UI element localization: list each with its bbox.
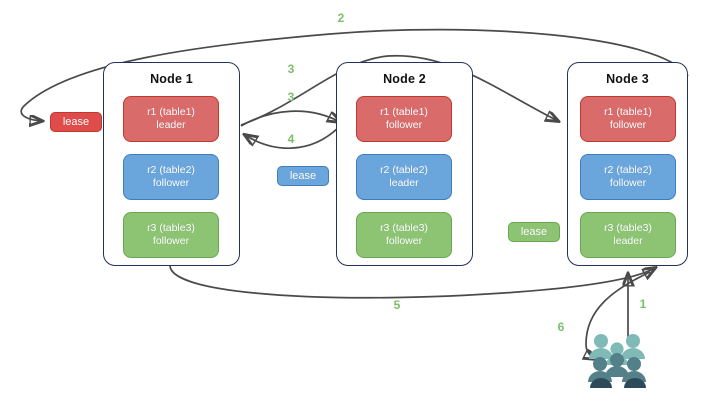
replica-role: leader	[613, 235, 643, 247]
replica-name: r2 (table2)	[604, 164, 652, 176]
replica-role: follower	[152, 235, 190, 247]
replica-name: r1 (table1)	[147, 106, 195, 118]
replica-card-node1-r1[interactable]: r1 (table1) leader	[123, 96, 219, 142]
node-container-1[interactable]: Node 1 r1 (table1) leader r2 (table2) fo…	[103, 62, 240, 266]
replica-card-node3-r3[interactable]: r3 (table3) leader	[580, 212, 676, 258]
replica-name: r2 (table2)	[147, 164, 195, 176]
node-title-2: Node 2	[383, 72, 426, 86]
people-icon	[588, 334, 646, 388]
replica-role: leader	[156, 119, 186, 131]
arrow-step-5	[169, 266, 655, 299]
replica-card-node2-r2[interactable]: r2 (table2) leader	[356, 154, 452, 200]
node-container-3[interactable]: Node 3 r1 (table1) follower r2 (table2) …	[567, 62, 688, 266]
node-title-1: Node 1	[150, 72, 193, 86]
replica-name: r1 (table1)	[380, 106, 428, 118]
replica-card-node2-r3[interactable]: r3 (table3) follower	[356, 212, 452, 258]
arrow-step-2	[20, 28, 689, 121]
arrow-step-3-upper	[240, 54, 558, 126]
replica-role: follower	[609, 119, 647, 131]
replica-name: r3 (table3)	[604, 222, 652, 234]
step-label-6: 6	[557, 320, 565, 334]
node-container-2[interactable]: Node 2 r1 (table1) follower r2 (table2) …	[336, 62, 473, 266]
replica-role: follower	[609, 177, 647, 189]
lease-chip-r2[interactable]: lease	[277, 166, 329, 186]
step-label-5: 5	[393, 298, 401, 312]
lease-chip-r3[interactable]: lease	[508, 222, 560, 242]
replica-role: follower	[152, 177, 190, 189]
lease-chip-r1[interactable]: lease	[50, 112, 102, 132]
replica-name: r2 (table2)	[380, 164, 428, 176]
node-title-3: Node 3	[606, 72, 649, 86]
step-label-1: 1	[639, 297, 647, 311]
replica-card-node1-r3[interactable]: r3 (table3) follower	[123, 212, 219, 258]
replica-name: r3 (table3)	[380, 222, 428, 234]
replica-role: leader	[389, 177, 419, 189]
arrow-step-4	[245, 125, 341, 150]
replica-name: r3 (table3)	[147, 222, 195, 234]
step-label-4: 4	[287, 132, 295, 146]
replica-name: r1 (table1)	[604, 106, 652, 118]
arrow-step-3-lower	[240, 110, 340, 127]
step-label-3-lower: 3	[287, 90, 295, 104]
step-label-3-upper: 3	[287, 62, 295, 76]
replica-role: follower	[385, 235, 423, 247]
step-label-2: 2	[337, 11, 345, 25]
replica-card-node2-r1[interactable]: r1 (table1) follower	[356, 96, 452, 142]
replica-card-node3-r1[interactable]: r1 (table1) follower	[580, 96, 676, 142]
replica-card-node3-r2[interactable]: r2 (table2) follower	[580, 154, 676, 200]
replica-role: follower	[385, 119, 423, 131]
replica-card-node1-r2[interactable]: r2 (table2) follower	[123, 154, 219, 200]
